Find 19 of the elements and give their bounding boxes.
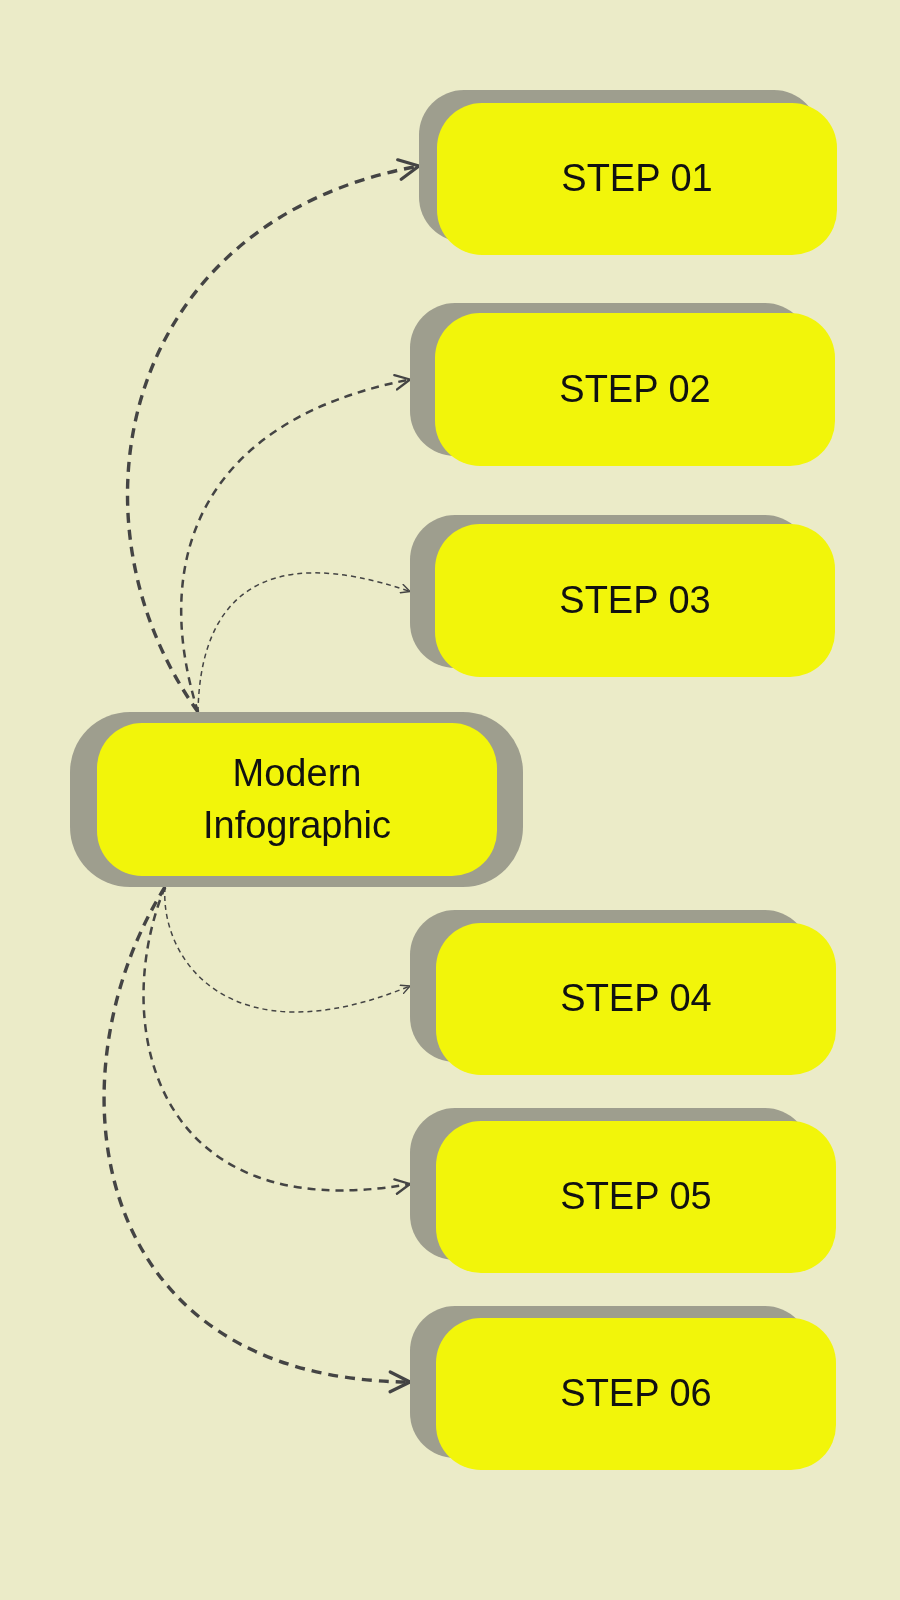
- dashed-arrow: [164, 886, 411, 1013]
- dashed-arrow: [126, 159, 421, 713]
- step-box: [435, 524, 835, 677]
- step-label: STEP 02: [559, 366, 711, 412]
- step-label: STEP 06: [560, 1371, 712, 1417]
- step-label: STEP 05: [560, 1174, 712, 1220]
- step-label: STEP 03: [559, 577, 711, 623]
- step-box: [437, 103, 837, 255]
- step-box: [436, 923, 836, 1075]
- step-box: [436, 1318, 836, 1470]
- step-label: STEP 01: [561, 156, 713, 202]
- step-box: [435, 313, 835, 466]
- dashed-arrow: [180, 374, 412, 713]
- step-label: STEP 04: [560, 976, 712, 1022]
- step-box: [436, 1121, 836, 1273]
- title-text: Modern Infographic: [202, 751, 392, 848]
- dashed-arrow: [102, 886, 412, 1392]
- dashed-arrow: [197, 572, 411, 713]
- title-box: [97, 723, 497, 876]
